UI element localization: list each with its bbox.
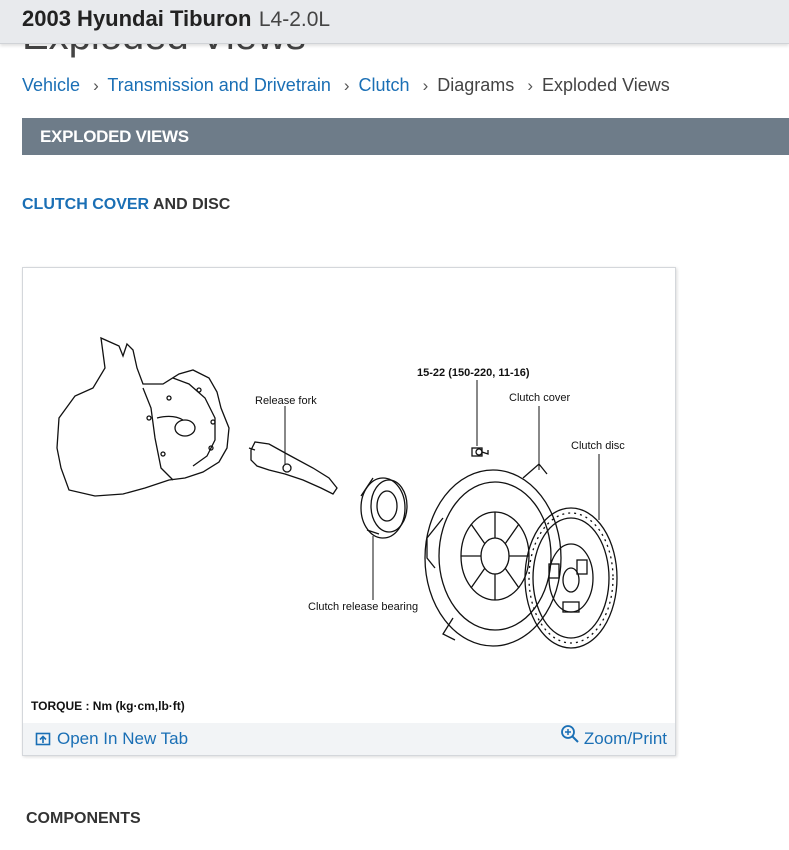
open-in-new-tab-icon [35,732,51,746]
chevron-right-icon: › [343,76,350,95]
section-header: EXPLODED VIEWS [22,118,789,155]
label-torque-units: TORQUE : Nm (kg·cm,lb·ft) [31,699,185,713]
vehicle-engine: L4-2.0L [258,8,331,31]
leader-lines [284,380,600,600]
zoom-print-button[interactable]: Zoom/Print [560,723,667,749]
diagram-card: Release fork 15-22 (150-220, 11-16) Clut… [22,267,676,756]
exploded-view-diagram[interactable]: Release fork 15-22 (150-220, 11-16) Clut… [23,268,675,723]
zoom-print-label: Zoom/Print [583,729,667,748]
breadcrumb-current: Exploded Views [542,75,670,95]
vehicle-header: 2003 Hyundai Tiburon L4-2.0L [0,0,789,44]
subsection-heading: CLUTCH COVER AND DISC [22,196,230,214]
components-heading: COMPONENTS [26,810,141,827]
clutch-cover-drawing [424,448,562,647]
open-in-new-tab-label: Open In New Tab [57,729,189,748]
label-torque-spec: 15-22 (150-220, 11-16) [417,367,530,379]
breadcrumb-clutch[interactable]: Clutch [358,75,410,95]
clutch-cover-link[interactable]: CLUTCH COVER [22,196,150,213]
chevron-right-icon: › [422,76,429,95]
bolt-drawing [471,447,489,457]
label-clutch-cover: Clutch cover [509,392,570,404]
label-release-fork: Release fork [255,395,317,407]
clutch-disc-drawing [524,507,618,649]
diagram-footer: Open In New Tab Zoom/Print [23,723,675,755]
chevron-right-icon: › [93,76,99,95]
breadcrumb-vehicle[interactable]: Vehicle [22,75,81,95]
label-clutch-disc: Clutch disc [571,440,625,452]
release-bearing-drawing [360,477,408,539]
vehicle-model: 2003 Hyundai Tiburon [22,6,252,31]
breadcrumb-transmission[interactable]: Transmission and Drivetrain [107,75,331,95]
subsection-heading-rest: AND DISC [149,196,231,213]
breadcrumb: Vehicle › Transmission and Drivetrain › … [22,75,670,96]
open-in-new-tab-button[interactable]: Open In New Tab [35,729,188,749]
breadcrumb-diagrams: Diagrams [437,75,515,95]
chevron-right-icon: › [527,76,533,95]
release-fork-drawing [248,441,338,495]
transmission-housing-drawing [56,336,230,497]
label-release-bearing: Clutch release bearing [308,601,418,613]
magnifier-icon [560,725,579,743]
